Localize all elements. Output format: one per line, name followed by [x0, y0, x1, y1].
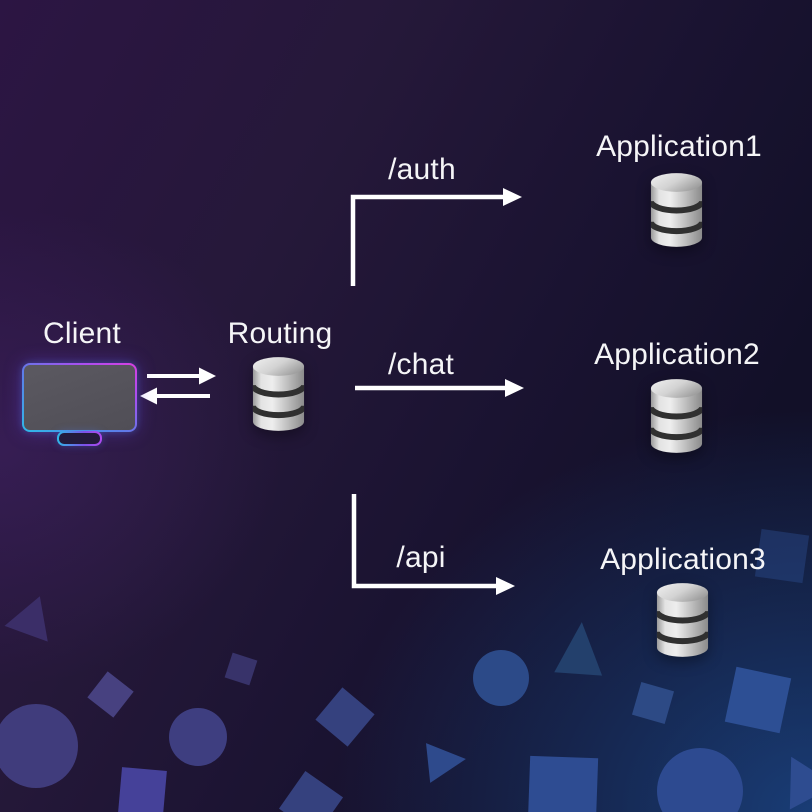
app-label: Application1 — [596, 130, 762, 163]
app-label: Application2 — [594, 338, 760, 371]
decor-circle — [657, 748, 743, 812]
router-client-response-arrow — [140, 387, 210, 405]
route-path-label: /api — [396, 541, 446, 574]
app-label: Application3 — [600, 543, 766, 576]
client-router-request-arrow — [147, 367, 216, 385]
database-icon — [252, 357, 305, 431]
decor-circle — [169, 708, 227, 766]
route-path-label: /auth — [388, 153, 456, 186]
route-path-label: /chat — [387, 348, 455, 381]
monitor-stand-icon — [57, 431, 102, 446]
decor-circle — [0, 704, 78, 788]
monitor-icon — [22, 363, 137, 432]
database-icon — [650, 173, 703, 247]
database-icon — [650, 379, 703, 453]
route-auth-arrow — [350, 188, 522, 286]
client-label: Client — [43, 317, 121, 350]
database-icon — [656, 583, 709, 657]
router-label: Routing — [227, 317, 333, 350]
decor-circle — [473, 650, 529, 706]
